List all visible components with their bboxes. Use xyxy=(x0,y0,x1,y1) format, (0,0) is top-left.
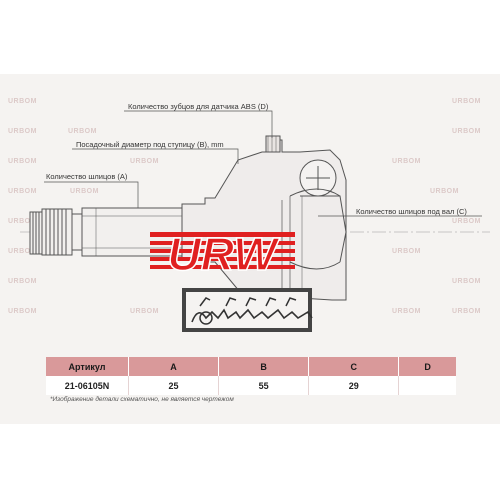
watermark: URBOM xyxy=(130,308,159,315)
table-header-row: Артикул A B C D xyxy=(46,357,456,376)
watermark: URBOM xyxy=(8,158,37,165)
header-article: Артикул xyxy=(46,357,129,376)
watermark: URBOM xyxy=(430,188,459,195)
watermark: URBOM xyxy=(8,308,37,315)
table-row: 21-06105N 25 55 29 xyxy=(46,376,456,395)
leader-lines xyxy=(44,110,482,217)
header-d: D xyxy=(398,357,456,376)
watermark: URBOM xyxy=(452,98,481,105)
inner-cage xyxy=(289,159,341,270)
callout-spline-count-c: Количество шлицов под вал (C) xyxy=(356,207,467,216)
watermark: URBOM xyxy=(8,248,37,255)
watermark: URBOM xyxy=(392,308,421,315)
cell-a: 25 xyxy=(127,376,219,395)
watermark: URBOM xyxy=(392,158,421,165)
header-b: B xyxy=(218,357,309,376)
watermark: URBOM xyxy=(8,128,37,135)
watermark: URBOM xyxy=(8,278,37,285)
watermark: URBOM xyxy=(452,218,481,225)
watermark: URBOM xyxy=(452,278,481,285)
watermark: URBOM xyxy=(392,248,421,255)
cell-d xyxy=(398,376,456,395)
cell-article: 21-06105N xyxy=(46,376,129,395)
watermark: URBOM xyxy=(8,188,37,195)
cell-b: 55 xyxy=(218,376,309,395)
watermark: URBOM xyxy=(452,308,481,315)
watermark: URBOM xyxy=(8,98,37,105)
logo-text: URW xyxy=(167,228,280,280)
watermark: URBOM xyxy=(68,128,97,135)
specs-table: Артикул A B C D 21-06105N 25 55 29 xyxy=(46,357,456,395)
chariot-emblem xyxy=(182,288,313,332)
watermark: URBOM xyxy=(130,158,159,165)
footnote: *Изображение детали схематично, не являе… xyxy=(50,396,234,403)
urw-logo: URW xyxy=(150,227,295,281)
watermark: URBOM xyxy=(452,128,481,135)
watermark: URBOM xyxy=(8,218,37,225)
watermark: URBOM xyxy=(70,188,99,195)
header-a: A xyxy=(127,357,219,376)
callout-spline-count-a: Количество шлицов (A) xyxy=(46,172,128,181)
header-c: C xyxy=(308,357,399,376)
threaded-end xyxy=(29,208,83,256)
cell-c: 29 xyxy=(308,376,399,395)
callout-hub-diameter: Посадочный диаметр под ступицу (B), mm xyxy=(76,140,224,149)
callout-abs-teeth: Количество зубцов для датчика ABS (D) xyxy=(128,102,269,111)
